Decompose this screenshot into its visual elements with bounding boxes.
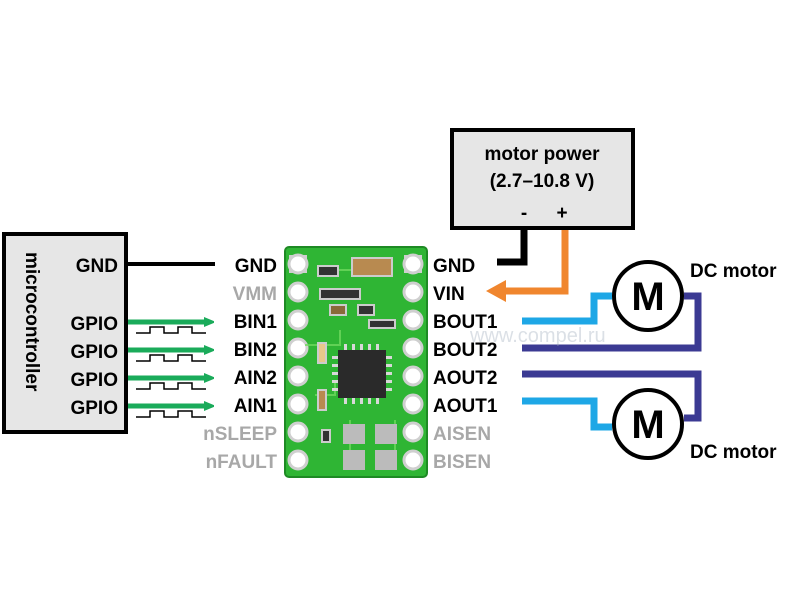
power-positive-wire <box>503 230 569 295</box>
mcu-pin-gpio: GPIO <box>70 342 118 363</box>
microcontroller-box: microcontroller GND GPIO GPIO GPIO GPIO <box>2 232 128 434</box>
pin-hole <box>402 253 424 275</box>
motor-icon <box>612 388 684 460</box>
pin-label-vmm: VMM <box>233 284 277 305</box>
dc-motor-a: M DC motor <box>612 388 777 463</box>
pin-hole <box>402 309 424 331</box>
pin-hole <box>402 393 424 415</box>
aout2-wire <box>522 370 702 422</box>
pin-label-gnd: GND <box>433 256 475 277</box>
pin-hole <box>287 449 309 471</box>
pin-label-bout1: BOUT1 <box>433 312 498 333</box>
driver-board <box>284 246 428 478</box>
pin-label-aout1: AOUT1 <box>433 396 498 417</box>
motor-symbol: M <box>631 403 664 447</box>
pwm-waveform-icons <box>136 326 206 418</box>
pwm-wave-icon <box>136 326 206 334</box>
power-plus-terminal: + <box>556 203 567 224</box>
gpio-wires <box>128 322 206 406</box>
mcu-pin-gnd: GND <box>76 256 118 277</box>
bout1-wire <box>522 292 612 325</box>
motor-label: DC motor <box>690 261 777 282</box>
motor-label: DC motor <box>690 442 777 463</box>
pin-hole <box>402 337 424 359</box>
pin-hole <box>287 253 309 275</box>
pin-label-nsleep: nSLEEP <box>203 424 277 445</box>
pin-hole <box>402 421 424 443</box>
dc-motor-b: M DC motor <box>612 260 777 332</box>
pin-hole <box>402 365 424 387</box>
power-title: motor power <box>484 144 600 165</box>
pin-label-bin1: BIN1 <box>234 312 278 333</box>
pin-label-ain1: AIN1 <box>234 396 278 417</box>
vin-arrow-icon <box>486 280 506 302</box>
pin-hole <box>287 309 309 331</box>
mcu-pin-gpio: GPIO <box>70 398 118 419</box>
pin-label-bin2: BIN2 <box>234 340 277 361</box>
pin-label-bisen: BISEN <box>433 452 491 473</box>
pin-hole <box>287 365 309 387</box>
mcu-pin-gpio: GPIO <box>70 314 118 335</box>
microcontroller-title: microcontroller <box>21 252 42 392</box>
pwm-wave-icon <box>136 382 206 390</box>
motor-power-box: motor power (2.7–10.8 V) - + <box>450 128 635 230</box>
pin-label-gnd: GND <box>235 256 277 277</box>
pwm-wave-icon <box>136 354 206 362</box>
pin-label-nfault: nFAULT <box>206 452 278 473</box>
pin-label-vin: VIN <box>433 284 465 305</box>
mcu-pin-gpio: GPIO <box>70 370 118 391</box>
power-minus-terminal: - <box>521 203 527 224</box>
pin-hole <box>402 281 424 303</box>
pin-hole <box>402 449 424 471</box>
aout1-wire <box>522 397 612 431</box>
pin-label-aisen: AISEN <box>433 424 491 445</box>
pin-hole <box>287 393 309 415</box>
pin-label-bout2: BOUT2 <box>433 340 497 361</box>
power-ground-wire <box>497 230 528 266</box>
pwm-wave-icon <box>136 410 206 418</box>
bout2-wire <box>522 292 702 352</box>
pin-hole <box>287 337 309 359</box>
pin-label-aout2: AOUT2 <box>433 368 497 389</box>
board-right-labels: GND VIN BOUT1 BOUT2 AOUT2 AOUT1 AISEN BI… <box>433 256 498 473</box>
motor-symbol: M <box>631 275 664 319</box>
power-voltage-range: (2.7–10.8 V) <box>490 171 595 192</box>
driver-ic <box>338 350 386 398</box>
motor-icon <box>612 260 684 332</box>
pin-hole <box>287 281 309 303</box>
pin-label-ain2: AIN2 <box>234 368 277 389</box>
pin-hole <box>287 421 309 443</box>
board-left-labels: GND VMM BIN1 BIN2 AIN2 AIN1 nSLEEP nFAUL… <box>203 256 277 473</box>
watermark: www.compel.ru <box>469 325 606 347</box>
